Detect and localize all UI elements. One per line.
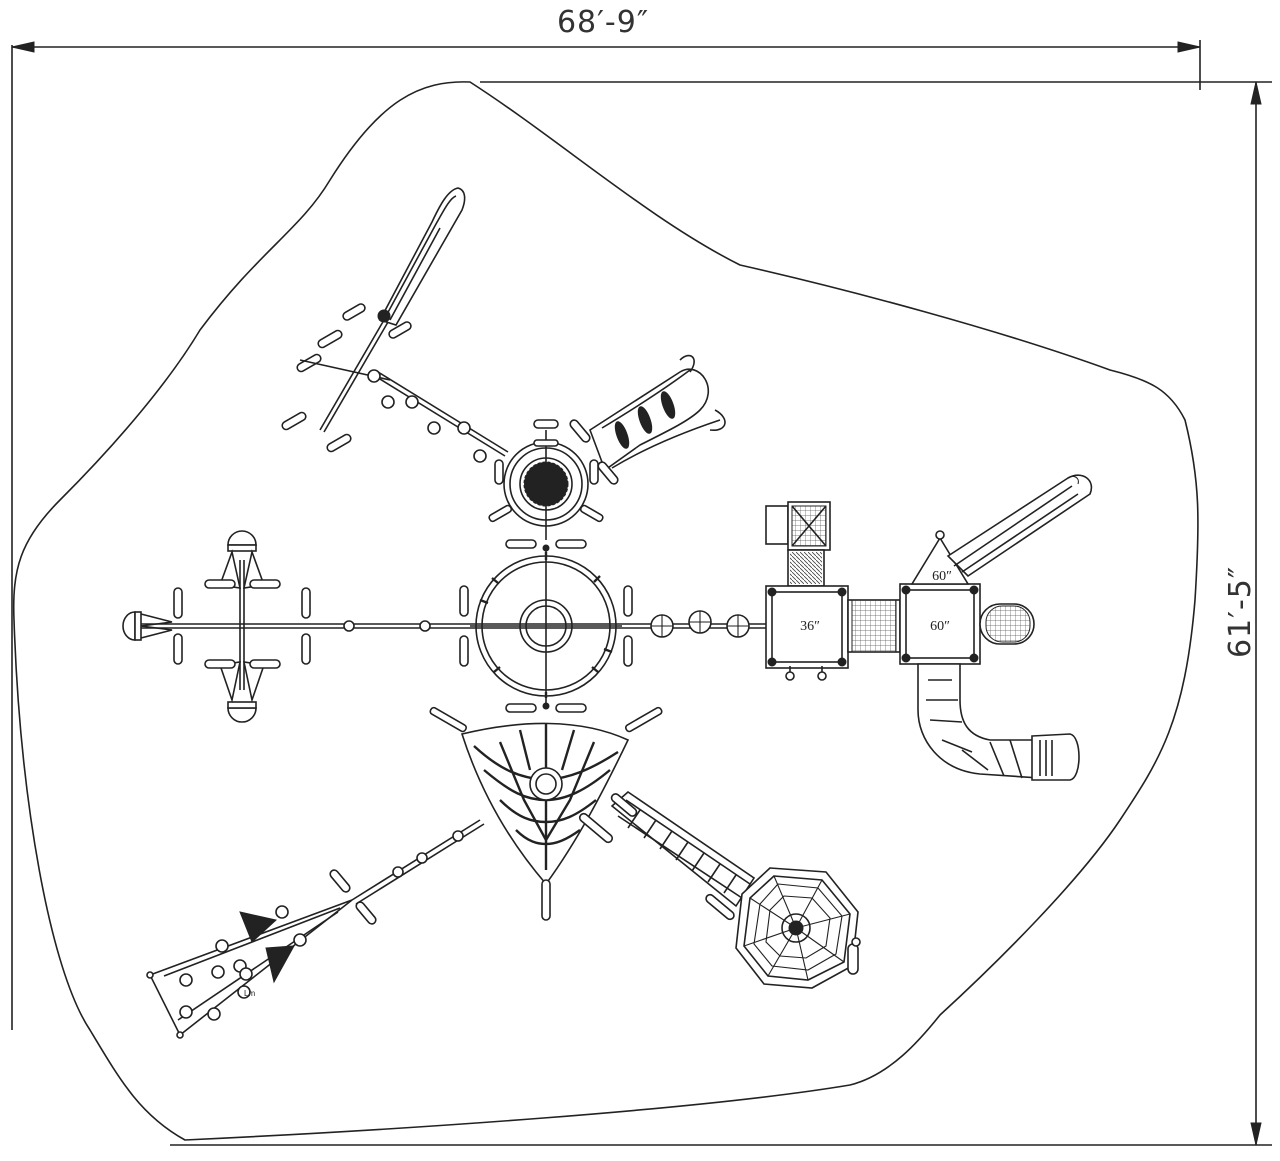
stepping-discs [650,610,750,638]
main-axis [135,620,770,632]
height-dimension-label: 61′-5″ [1223,566,1258,658]
arrow-left-icon [11,41,35,53]
width-dimension: 68′-9″ [11,5,1201,1030]
arrow-right-icon [1177,41,1201,53]
overhead-ladder-and-octagon-net [578,790,861,989]
deck-small-label: 36″ [800,619,820,634]
width-dimension-label: 68′-9″ [557,5,649,40]
upper-spinner-ring [488,419,604,540]
triangle-net-climber [429,706,663,921]
height-dimension: 61′-5″ [170,81,1272,1146]
right-deck-tower: 36″ 60″ 60″ [765,474,1093,781]
roof-height-label: 60″ [932,569,952,584]
left-spring-seats [122,530,311,723]
use-zone-boundary [12,81,1199,1141]
deck-large-label: 60″ [930,619,950,634]
arrow-down-icon [1250,1122,1262,1146]
upper-left-slide-and-bars [281,187,509,463]
upper-right-climber [569,354,726,485]
arrow-up-icon [1250,81,1262,105]
central-round-deck [459,539,633,713]
tag-label: Lm [244,989,255,998]
lower-left-climber: Lm [146,819,485,1039]
